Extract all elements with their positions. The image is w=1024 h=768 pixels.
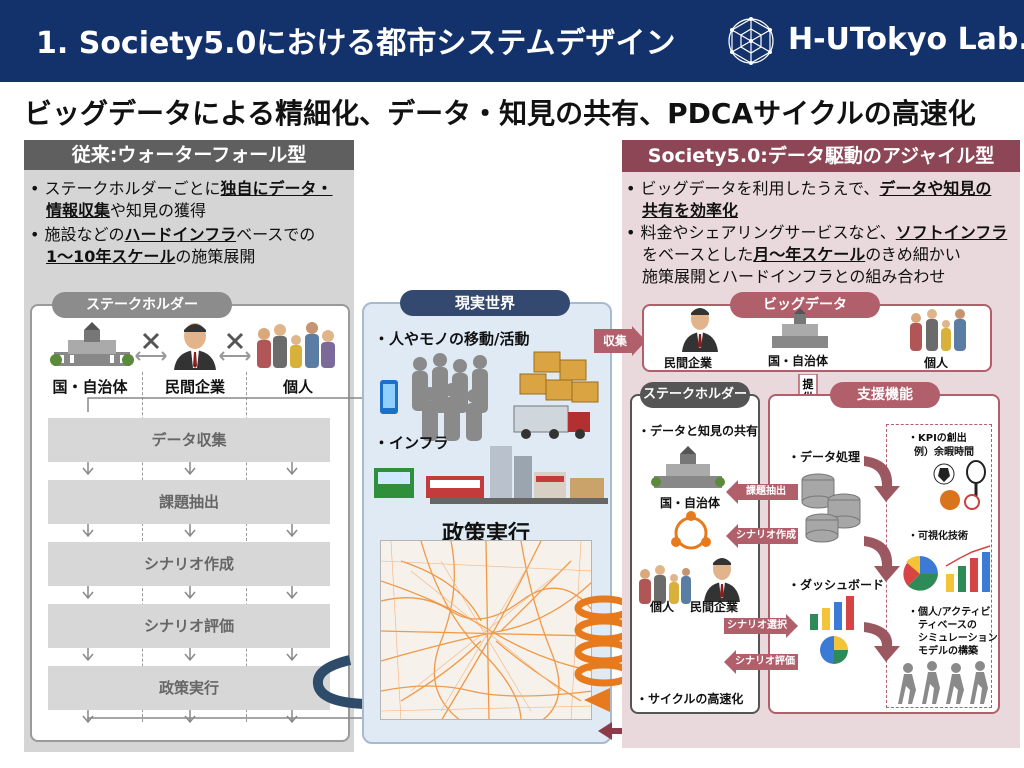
arrow-scenario-creation-label: シナリオ作成: [736, 530, 796, 541]
government-building-icon: [50, 322, 134, 366]
network-logo-icon: [728, 17, 774, 65]
cycle-speedup-label: ・サイクルの高速化: [636, 692, 744, 706]
header-bar: [0, 0, 1024, 82]
waterfall-bullet-1-cont: 情報収集や知見の獲得: [46, 201, 207, 220]
slide-subtitle: ビッグデータによる精細化、データ・知見の共有、PDCAサイクルの高速化: [24, 97, 976, 130]
stakeholder-pill-right: ステークホルダー: [640, 382, 750, 408]
step-issue-extraction: 課題抽出: [48, 480, 330, 524]
infra-label: ・インフラ: [374, 434, 449, 452]
city-network-map: [380, 540, 592, 720]
stakeholder-pill: ステークホルダー: [52, 292, 232, 318]
page-title: 1. Society5.0における都市システムデザイン: [36, 26, 676, 61]
pedestrians-icon: [898, 661, 988, 704]
support-pill: 支援機能: [830, 382, 940, 408]
collect-label: 収集: [602, 334, 627, 348]
collect-arrow: [594, 326, 646, 356]
businessman-icon: [174, 323, 216, 370]
agile-heading: Society5.0:データ駆動のアジャイル型: [622, 140, 1020, 172]
support-curve-arrow: [864, 622, 900, 662]
agile-bullet-2: • 料金やシェアリングサービスなど、ソフトインフラ: [626, 223, 1008, 242]
actor-individual: 個人: [282, 378, 313, 396]
agile-bullet-1-cont: 共有を効率化: [642, 201, 739, 220]
logo-text: H-UTokyo Lab.: [788, 22, 1024, 57]
waterfall-bullet-2: • 施設などのハードインフラベースでの: [30, 225, 316, 244]
leisure-icons: [933, 460, 986, 510]
kpi-label: ・KPIの創出: [908, 433, 967, 444]
arrow-scenario-selection-label: シナリオ選択: [727, 620, 787, 631]
bigdata-government: 国・自治体: [768, 354, 829, 368]
return-arrow-icon: [598, 722, 638, 740]
viz-tech-label: ・可視化技術: [908, 531, 968, 542]
support-curve-arrows: [864, 456, 900, 582]
sim-label-3: シミュレーション: [918, 633, 998, 644]
businessman-icon: [682, 308, 718, 352]
infrastructure-icon: [374, 446, 608, 504]
step-policy-execution: 政策実行: [48, 666, 330, 710]
government-building-icon: [651, 446, 725, 488]
visualization-icon: [903, 545, 991, 592]
cycle-icon: [671, 511, 711, 550]
agile-bullet-2-cont2: 施策展開とハードインフラとの組み合わせ: [642, 267, 946, 286]
actor-company: 民間企業: [164, 378, 225, 396]
feedback-lines: [87, 397, 362, 722]
sim-label-4: モデルの構築: [918, 646, 978, 657]
sim-label-2: ティベースの: [918, 620, 977, 631]
arrow-scenario-evaluation: [724, 650, 798, 674]
step-data-collection: データ収集: [48, 418, 330, 462]
people-and-goods-icon: [380, 351, 599, 441]
waterfall-bullet-2-cont: 1〜10年スケールの施策展開: [46, 247, 256, 266]
movement-label: ・人やモノの移動/活動: [374, 330, 530, 348]
waterfall-heading: 従来:ウォーターフォール型: [24, 140, 354, 170]
people-group-icon: [639, 565, 691, 604]
people-group-icon: [257, 322, 335, 368]
no-link-icon: [135, 332, 167, 361]
data-processing-label: ・データ処理: [788, 450, 861, 464]
share-label: ・データと知見の共有: [638, 424, 759, 438]
agile-bullet-2-cont: をベースとした月〜年スケールのきめ細かい: [642, 245, 961, 264]
kpi-example: 例）余暇時間: [914, 447, 974, 458]
arrow-issue-extraction-label: 課題抽出: [746, 486, 786, 497]
actor-government: 国・自治体: [52, 378, 128, 396]
bigdata-company: 民間企業: [664, 356, 713, 370]
arrow-issue-extraction: [726, 480, 798, 504]
government-building-icon: [772, 308, 828, 348]
database-icon: [801, 473, 861, 543]
dashboard-chart-icon: [810, 596, 854, 664]
share-company: 民間企業: [690, 600, 739, 614]
real-world-pill: 現実世界: [400, 290, 570, 316]
waterfall-bullet-1: • ステークホルダーごとに独自にデータ・: [30, 179, 333, 198]
sim-label-1: ・個人/アクティビ: [908, 607, 991, 618]
bigdata-individual: 個人: [924, 356, 949, 370]
agile-bullet-1: • ビッグデータを利用したうえで、データや知見の: [626, 179, 992, 198]
arrow-scenario-selection: [724, 614, 798, 638]
no-link-icon: [219, 332, 251, 361]
businessman-icon: [704, 558, 740, 602]
step-scenario-creation: シナリオ作成: [48, 542, 330, 586]
share-individual: 個人: [650, 600, 675, 614]
arrow-scenario-evaluation-label: シナリオ評価: [735, 656, 795, 667]
share-government: 国・自治体: [660, 496, 721, 510]
arrow-scenario-creation: [726, 524, 798, 548]
dashboard-label: ・ダッシュボード: [788, 578, 885, 592]
people-group-icon: [910, 309, 966, 351]
step-scenario-evaluation: シナリオ評価: [48, 604, 330, 648]
